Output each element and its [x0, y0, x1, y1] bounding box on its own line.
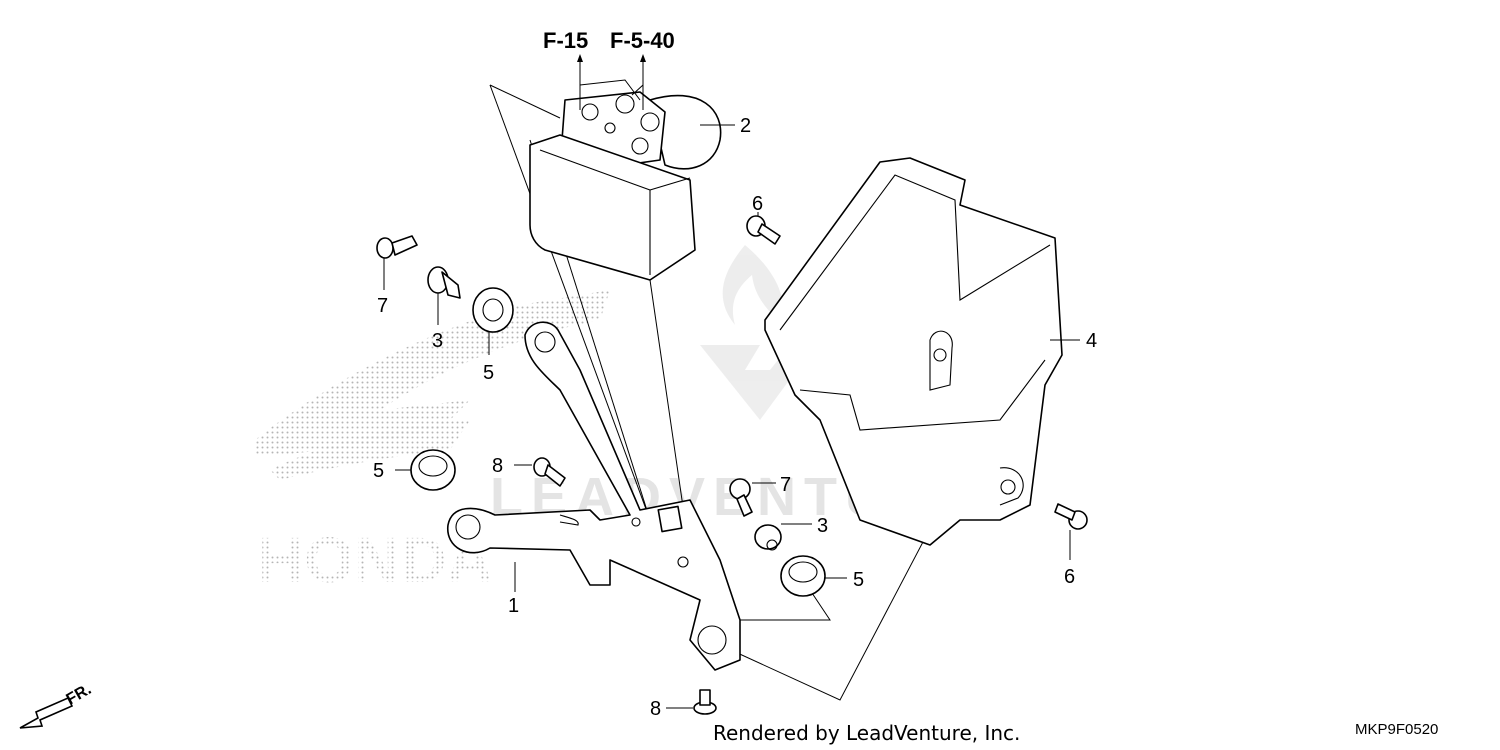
bolt-8-lower[interactable] — [693, 689, 717, 715]
grommet-5-lower[interactable] — [780, 555, 826, 597]
callout-7-lower[interactable]: 7 — [780, 474, 791, 496]
callout-5-lower[interactable]: 5 — [853, 569, 864, 591]
collar-3-upper[interactable] — [427, 266, 461, 299]
bolt-7-upper[interactable] — [376, 235, 418, 259]
callout-6-right[interactable]: 6 — [1064, 566, 1075, 588]
grommet-5-left[interactable] — [410, 449, 456, 491]
footer-credit: Rendered by LeadVenture, Inc. — [713, 721, 1020, 745]
reference-arrows — [577, 54, 646, 110]
callout-6-upper[interactable]: 6 — [752, 193, 763, 215]
callout-1[interactable]: 1 — [508, 595, 519, 617]
callout-5-left[interactable]: 5 — [373, 460, 384, 482]
bolt-8-middle[interactable] — [533, 457, 566, 487]
callout-3-upper[interactable]: 3 — [432, 330, 443, 352]
callout-7-upper[interactable]: 7 — [377, 295, 388, 317]
grommet-5-upper[interactable] — [472, 287, 514, 333]
diagram-code: MKP9F0520 — [1355, 721, 1438, 738]
front-direction-arrow-icon — [19, 696, 74, 729]
reference-f15[interactable]: F-15 — [543, 28, 588, 53]
callout-5-upper[interactable]: 5 — [483, 362, 494, 384]
bolt-6-right[interactable] — [1054, 503, 1088, 530]
bolt-7-lower[interactable] — [729, 478, 753, 517]
callout-2[interactable]: 2 — [740, 115, 751, 137]
bracket-part-1[interactable] — [447, 321, 741, 671]
callout-8-lower[interactable]: 8 — [650, 698, 661, 720]
callout-8-middle[interactable]: 8 — [492, 455, 503, 477]
honda-wing-watermark — [255, 290, 610, 480]
abs-modulator-part-2[interactable] — [529, 91, 722, 281]
front-direction-label: FR. — [64, 681, 95, 709]
callout-4[interactable]: 4 — [1086, 330, 1097, 352]
reference-f5-40[interactable]: F-5-40 — [610, 28, 675, 53]
collar-3-lower[interactable] — [754, 524, 782, 551]
bolt-6-upper[interactable] — [746, 215, 781, 245]
callout-3-lower[interactable]: 3 — [817, 515, 828, 537]
callout-leaders — [383, 124, 1080, 709]
cover-part-4[interactable] — [764, 157, 1063, 546]
